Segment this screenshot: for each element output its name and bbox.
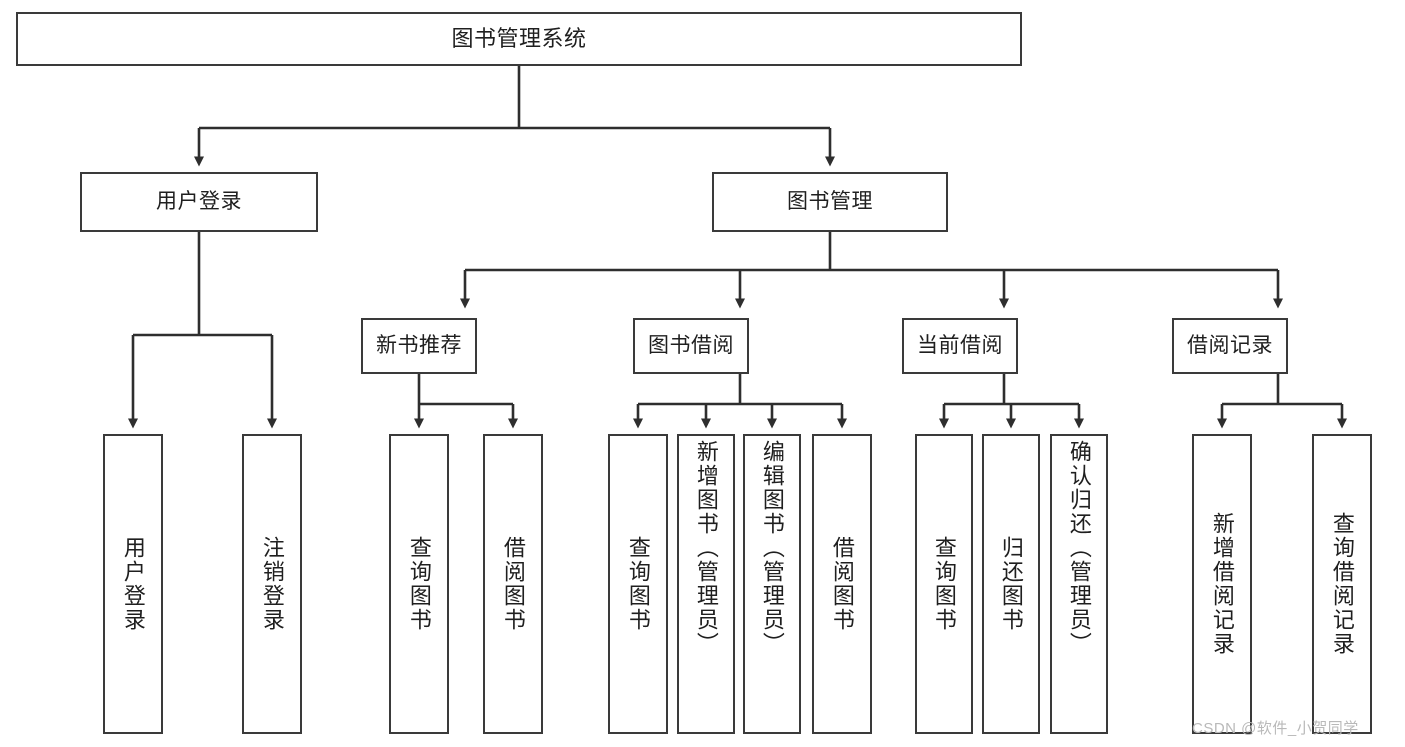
node-root[interactable]: 图书管理系统 [16, 12, 1022, 66]
node-borrow-record-label: 借阅记录 [1187, 334, 1273, 358]
node-user-login-label: 用户登录 [156, 190, 242, 214]
node-user-login[interactable]: 用户登录 [80, 172, 318, 232]
node-book-manage[interactable]: 图书管理 [712, 172, 948, 232]
leaf-add-book[interactable]: 新增图书（管理员） [677, 434, 735, 734]
leaf-query-book-2[interactable]: 查询图书 [608, 434, 668, 734]
leaf-edit-book[interactable]: 编辑图书（管理员） [743, 434, 801, 734]
leaf-borrow-book-1-label: 借阅图书 [500, 536, 526, 632]
leaf-logout[interactable]: 注销登录 [242, 434, 302, 734]
leaf-return-book[interactable]: 归还图书 [982, 434, 1040, 734]
leaf-user-login-label: 用户登录 [120, 536, 146, 632]
leaf-confirm-return-label: 确认归还（管理员） [1066, 440, 1092, 656]
leaf-return-book-label: 归还图书 [998, 536, 1024, 632]
leaf-borrow-book-1[interactable]: 借阅图书 [483, 434, 543, 734]
leaf-add-record-label: 新增借阅记录 [1209, 512, 1235, 656]
leaf-query-book-3[interactable]: 查询图书 [915, 434, 973, 734]
node-root-label: 图书管理系统 [451, 25, 587, 51]
leaf-logout-label: 注销登录 [259, 536, 285, 632]
leaf-query-book-2-label: 查询图书 [625, 536, 651, 632]
node-book-borrow[interactable]: 图书借阅 [633, 318, 749, 374]
leaf-user-login[interactable]: 用户登录 [103, 434, 163, 734]
leaf-query-book-1[interactable]: 查询图书 [389, 434, 449, 734]
node-book-borrow-label: 图书借阅 [648, 334, 734, 358]
leaf-query-book-3-label: 查询图书 [931, 536, 957, 632]
leaf-query-record-label: 查询借阅记录 [1329, 512, 1355, 656]
node-book-manage-label: 图书管理 [787, 190, 873, 214]
leaf-edit-book-label: 编辑图书（管理员） [759, 440, 785, 656]
csdn-watermark: CSDN @软件_小贺同学 [1192, 720, 1359, 737]
leaf-add-book-label: 新增图书（管理员） [693, 440, 719, 656]
leaf-query-record[interactable]: 查询借阅记录 [1312, 434, 1372, 734]
leaf-confirm-return[interactable]: 确认归还（管理员） [1050, 434, 1108, 734]
leaf-borrow-book-2-label: 借阅图书 [829, 536, 855, 632]
leaf-add-record[interactable]: 新增借阅记录 [1192, 434, 1252, 734]
node-new-book-rec[interactable]: 新书推荐 [361, 318, 477, 374]
node-current-borrow[interactable]: 当前借阅 [902, 318, 1018, 374]
leaf-borrow-book-2[interactable]: 借阅图书 [812, 434, 872, 734]
leaf-query-book-1-label: 查询图书 [406, 536, 432, 632]
node-borrow-record[interactable]: 借阅记录 [1172, 318, 1288, 374]
node-new-book-rec-label: 新书推荐 [376, 334, 462, 358]
node-current-borrow-label: 当前借阅 [917, 334, 1003, 358]
